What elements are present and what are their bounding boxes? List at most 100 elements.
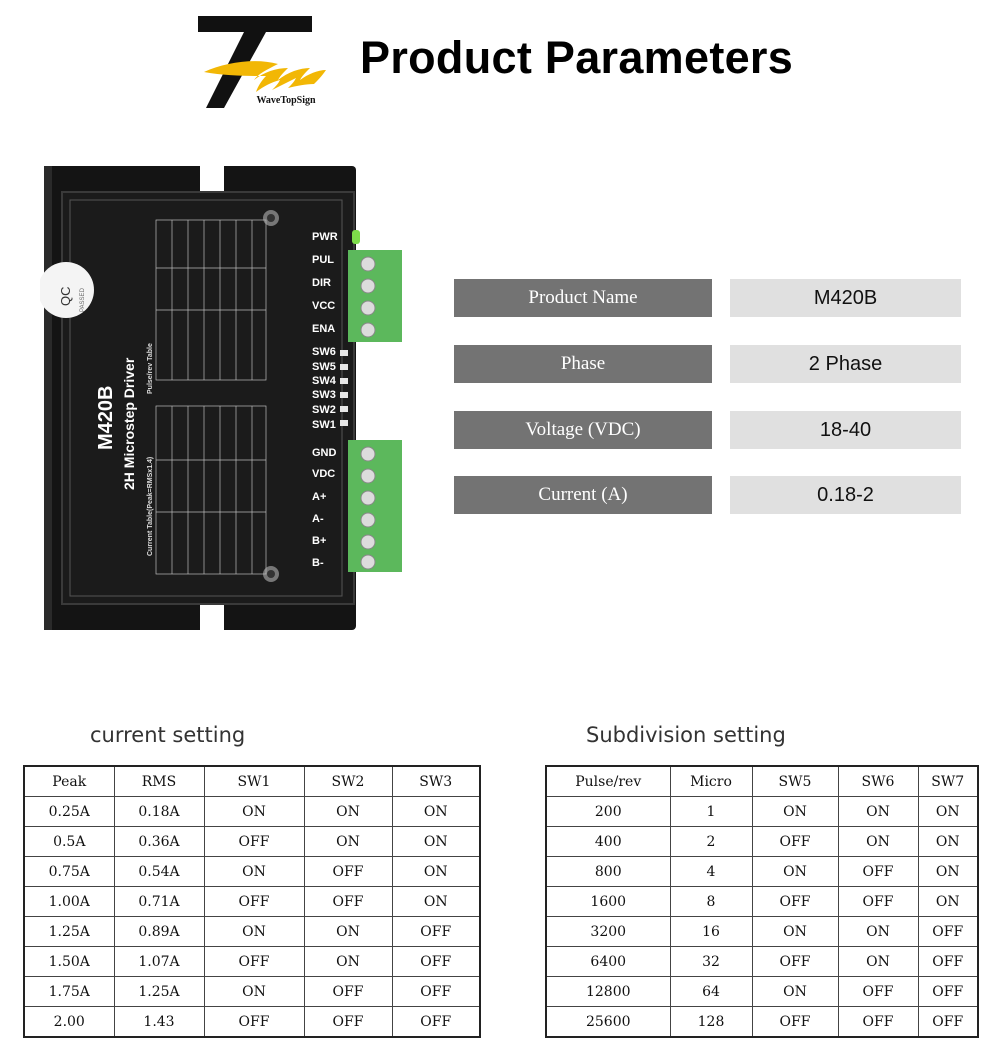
table-cell: ON [391, 796, 481, 827]
page-title: Product Parameters [360, 32, 794, 83]
table-cell: ON [303, 946, 393, 977]
table-cell: 1.75A [23, 976, 115, 1007]
table-cell: OFF [303, 886, 393, 917]
table-cell: ON [917, 796, 979, 827]
table-cell: ON [837, 826, 919, 857]
table-cell: ON [303, 916, 393, 947]
param-label: Phase [454, 345, 712, 383]
column-header: SW5 [751, 765, 839, 797]
table-cell: 1600 [545, 886, 671, 917]
table-cell: 64 [669, 976, 753, 1007]
table-cell: OFF [917, 976, 979, 1007]
table-cell: OFF [837, 1006, 919, 1038]
device-subtitle: 2H Microstep Driver [121, 357, 137, 490]
table-cell: 0.89A [113, 916, 205, 947]
column-header: RMS [113, 765, 205, 797]
terminal-label: A- [312, 513, 324, 525]
table-cell: OFF [391, 946, 481, 977]
table-cell: OFF [837, 886, 919, 917]
table-cell: 1.25A [113, 976, 205, 1007]
table-cell: OFF [303, 1006, 393, 1038]
column-header: SW3 [391, 765, 481, 797]
table-cell: 2 [669, 826, 753, 857]
column-header: Micro [669, 765, 753, 797]
table-cell: 16 [669, 916, 753, 947]
terminal-label: SW5 [312, 361, 336, 373]
table-cell: OFF [203, 886, 305, 917]
terminal-label: B+ [312, 535, 326, 547]
brand-name: WaveTopSign [256, 95, 316, 106]
pulse-table-title: Pulse/rev Table [147, 343, 154, 394]
table-cell: 25600 [545, 1006, 671, 1038]
table-cell: OFF [203, 826, 305, 857]
table-cell: OFF [303, 856, 393, 887]
table-cell: ON [751, 976, 839, 1007]
driver-photo: QC PASSED M420B 2H Microstep Driver Puls… [38, 160, 420, 636]
table-cell: OFF [391, 1006, 481, 1038]
param-value: 0.18-2 [730, 476, 961, 514]
subdivision-setting-title: Subdivision setting [586, 723, 786, 747]
column-header: SW2 [303, 765, 393, 797]
table-cell: OFF [917, 946, 979, 977]
table-cell: 2.00 [23, 1006, 115, 1038]
table-cell: OFF [751, 886, 839, 917]
table-cell: 200 [545, 796, 671, 827]
table-cell: 0.25A [23, 796, 115, 827]
table-cell: ON [391, 886, 481, 917]
qc-sub: PASSED [80, 287, 86, 312]
table-cell: OFF [837, 856, 919, 887]
terminal-label: SW3 [312, 389, 336, 401]
table-cell: ON [917, 856, 979, 887]
table-cell: ON [203, 796, 305, 827]
table-cell: ON [837, 946, 919, 977]
table-cell: 400 [545, 826, 671, 857]
param-value: 18-40 [730, 411, 961, 449]
table-cell: ON [751, 916, 839, 947]
terminal-label: DIR [312, 277, 331, 289]
table-cell: OFF [837, 976, 919, 1007]
table-cell: ON [303, 796, 393, 827]
table-cell: ON [303, 826, 393, 857]
param-value: 2 Phase [730, 345, 961, 383]
terminal-label: B- [312, 557, 324, 569]
terminal-label: GND [312, 447, 337, 459]
terminal-label: SW6 [312, 346, 336, 358]
terminal-label: PUL [312, 254, 334, 266]
param-label: Voltage (VDC) [454, 411, 712, 449]
column-header: SW6 [837, 765, 919, 797]
qc-label: QC [58, 287, 73, 307]
table-cell: ON [751, 856, 839, 887]
table-cell: OFF [751, 826, 839, 857]
table-cell: ON [391, 826, 481, 857]
table-cell: 1.25A [23, 916, 115, 947]
table-cell: 6400 [545, 946, 671, 977]
column-header: Pulse/rev [545, 765, 671, 797]
table-cell: ON [391, 856, 481, 887]
table-cell: 0.71A [113, 886, 205, 917]
table-cell: ON [203, 976, 305, 1007]
table-cell: 0.36A [113, 826, 205, 857]
table-cell: OFF [917, 1006, 979, 1038]
table-cell: OFF [203, 946, 305, 977]
table-cell: ON [837, 796, 919, 827]
terminal-label: VCC [312, 300, 335, 312]
table-cell: OFF [391, 976, 481, 1007]
table-cell: 0.54A [113, 856, 205, 887]
terminal-label: ENA [312, 323, 335, 335]
table-cell: OFF [391, 916, 481, 947]
terminal-label: PWR [312, 231, 338, 243]
terminal-label: SW2 [312, 404, 336, 416]
param-label: Current (A) [454, 476, 712, 514]
table-cell: 8 [669, 886, 753, 917]
table-cell: 1.50A [23, 946, 115, 977]
table-cell: 128 [669, 1006, 753, 1038]
